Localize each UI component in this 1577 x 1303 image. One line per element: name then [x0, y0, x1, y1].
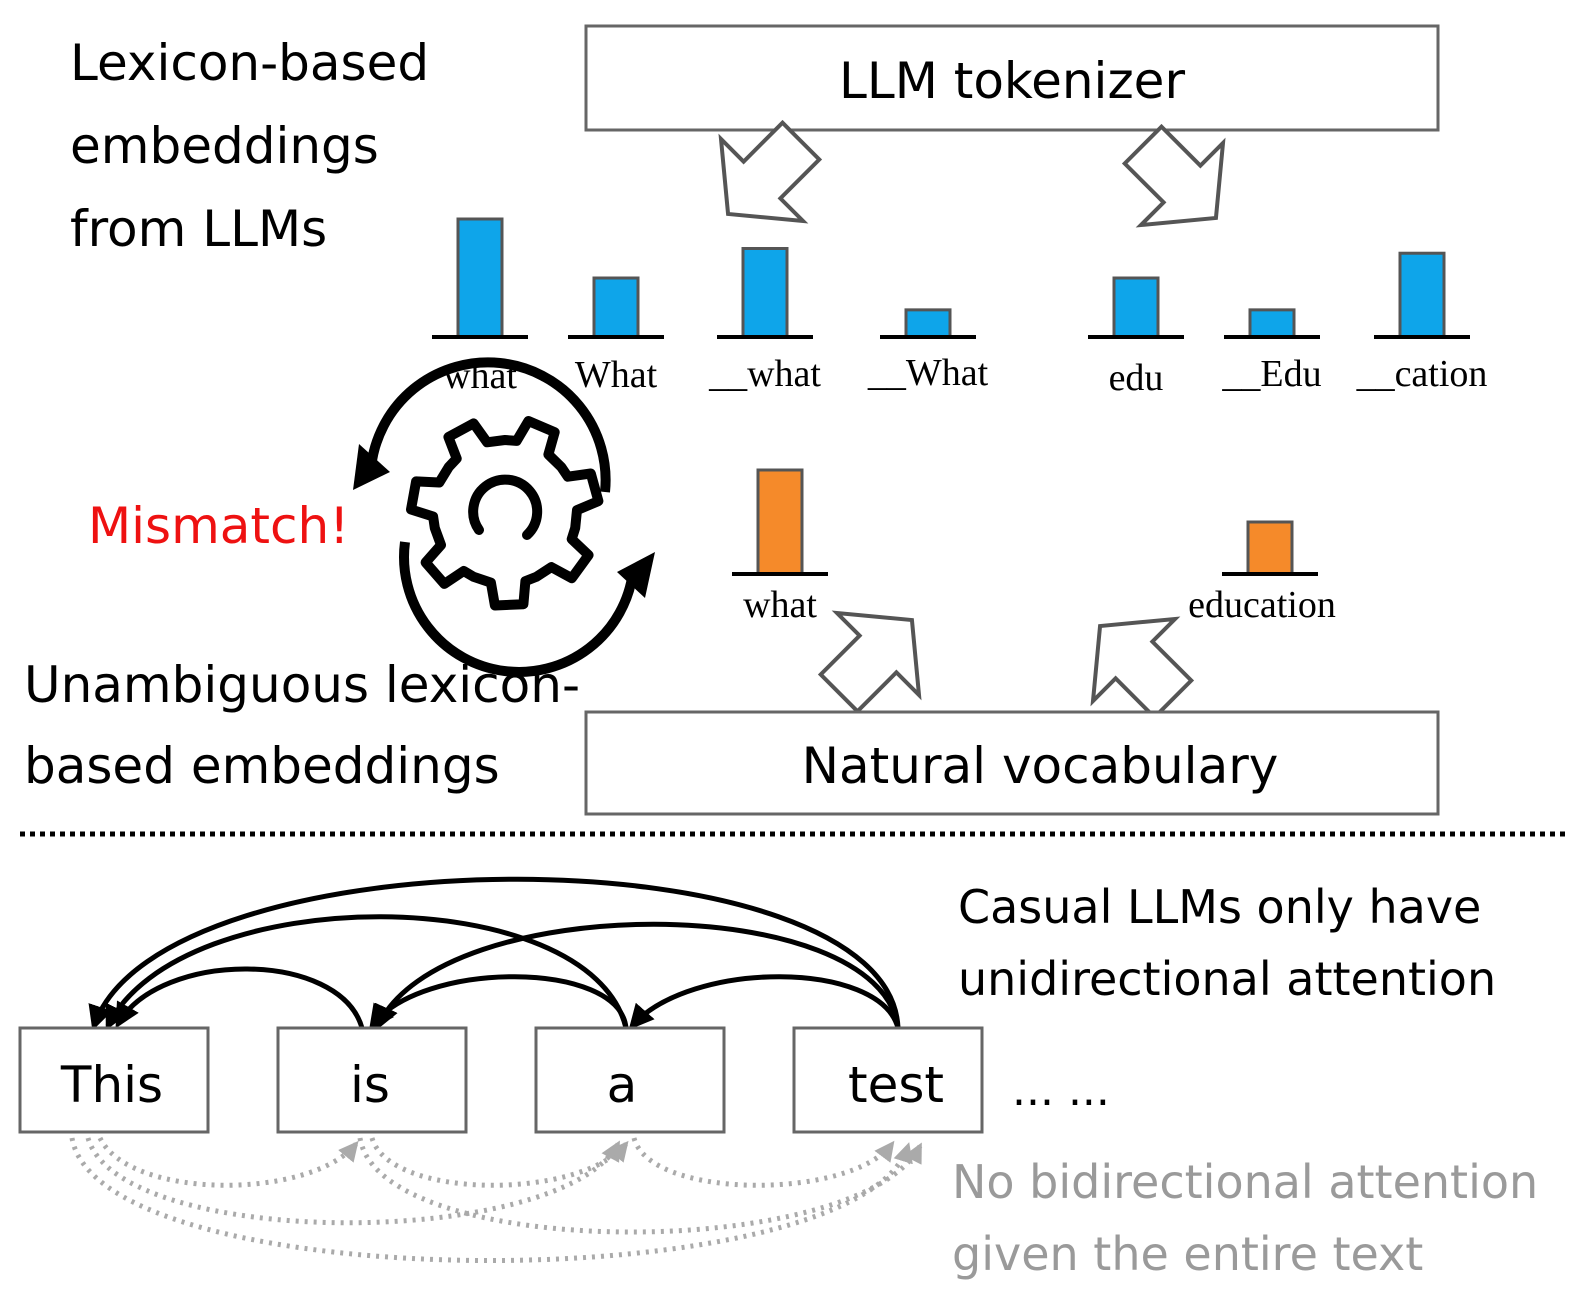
missing-arrow-a-to-test	[631, 1137, 895, 1188]
vocab-to-tokens-arrow-left	[817, 610, 922, 715]
llm-token-bar	[1398, 251, 1446, 339]
missing-arrow-this-to-test	[69, 1137, 913, 1263]
word-box	[534, 1026, 726, 1134]
llm-token-label: __Edu	[1221, 353, 1321, 395]
causal-attention-note: Casual LLMs only have unidirectional att…	[958, 880, 1496, 1006]
natural-token-bar	[1246, 520, 1294, 576]
unambiguous-title-line-2: based embeddings	[24, 737, 500, 795]
llm-token-label: __What	[867, 352, 989, 394]
attention-arrow-test-to-a	[628, 974, 901, 1030]
attention-arrow-a-to-is	[369, 974, 629, 1031]
missing-arrow-this-to-is	[97, 1136, 359, 1188]
llm-tokenizer-label: LLM tokenizer	[839, 52, 1185, 110]
attention-arrow-is-to-this	[115, 966, 365, 1029]
llm-token-label: What	[575, 354, 658, 396]
causal-attention-note-line-2: unidirectional attention	[958, 952, 1496, 1006]
attention-arrow-test-to-is	[374, 921, 901, 1031]
word-label: test	[848, 1056, 944, 1114]
llm-token-bar	[741, 247, 789, 339]
word-label: a	[607, 1056, 638, 1114]
llm-token-bar	[1112, 276, 1160, 339]
llm-lexicon-title-line-1: Lexicon-based	[70, 34, 429, 92]
llm-token-label: edu	[1109, 357, 1164, 399]
natural-token-label: education	[1188, 584, 1336, 626]
llm-lexicon-title: Lexicon-based embeddings from LLMs	[70, 34, 429, 258]
llm-token-bar	[904, 308, 952, 339]
unambiguous-title: Unambiguous lexicon- based embeddings	[24, 656, 580, 795]
word-box	[18, 1026, 210, 1134]
word-boxes: This is a test	[18, 1026, 984, 1134]
word-box	[792, 1026, 984, 1134]
llm-lexicon-title-line-2: embeddings	[70, 117, 379, 175]
llm-lexicon-title-line-3: from LLMs	[70, 200, 327, 258]
no-bidirectional-note-line-2: given the entire text	[952, 1227, 1423, 1281]
natural-vocabulary-label: Natural vocabulary	[802, 737, 1279, 795]
natural-token-bar	[756, 468, 804, 576]
llm-token-bar	[456, 217, 504, 339]
missing-arrow-this-to-a	[85, 1137, 621, 1226]
tokenizer-to-tokens-arrow-left	[718, 119, 823, 224]
llm-token-bar	[1248, 308, 1296, 339]
mismatch-label: Mismatch!	[88, 497, 349, 555]
attention-arrow-a-to-this	[105, 914, 629, 1031]
attention-arrow-test-to-this	[88, 876, 901, 1031]
word-label: This	[60, 1056, 163, 1114]
tokenizer-to-tokens-arrow-right	[1121, 123, 1226, 228]
word-label: is	[350, 1056, 390, 1114]
gear-sync-icon	[353, 357, 655, 677]
llm-token-label: __what	[708, 353, 821, 395]
missing-arrow-is-to-test	[357, 1137, 923, 1235]
no-bidirectional-note-line-1: No bidirectional attention	[952, 1155, 1538, 1209]
missing-arrow-is-to-a	[369, 1137, 629, 1188]
natural-vocabulary-box	[584, 710, 1440, 816]
llm-token-bar	[592, 276, 640, 339]
unambiguous-title-line-1: Unambiguous lexicon-	[24, 656, 580, 714]
llm-token-label: __cation	[1356, 353, 1488, 395]
no-bidirectional-note: No bidirectional attention given the ent…	[952, 1155, 1538, 1281]
ellipsis: ... ...	[1012, 1065, 1110, 1116]
llm-tokenizer-box	[584, 24, 1440, 132]
unidirectional-attention-arrows	[88, 876, 901, 1031]
natural-token-label: what	[743, 584, 817, 626]
missing-bidirectional-arrows	[69, 1136, 923, 1263]
natural-token-bars: what education	[732, 468, 1336, 626]
word-box	[276, 1026, 468, 1134]
causal-attention-note-line-1: Casual LLMs only have	[958, 880, 1481, 934]
